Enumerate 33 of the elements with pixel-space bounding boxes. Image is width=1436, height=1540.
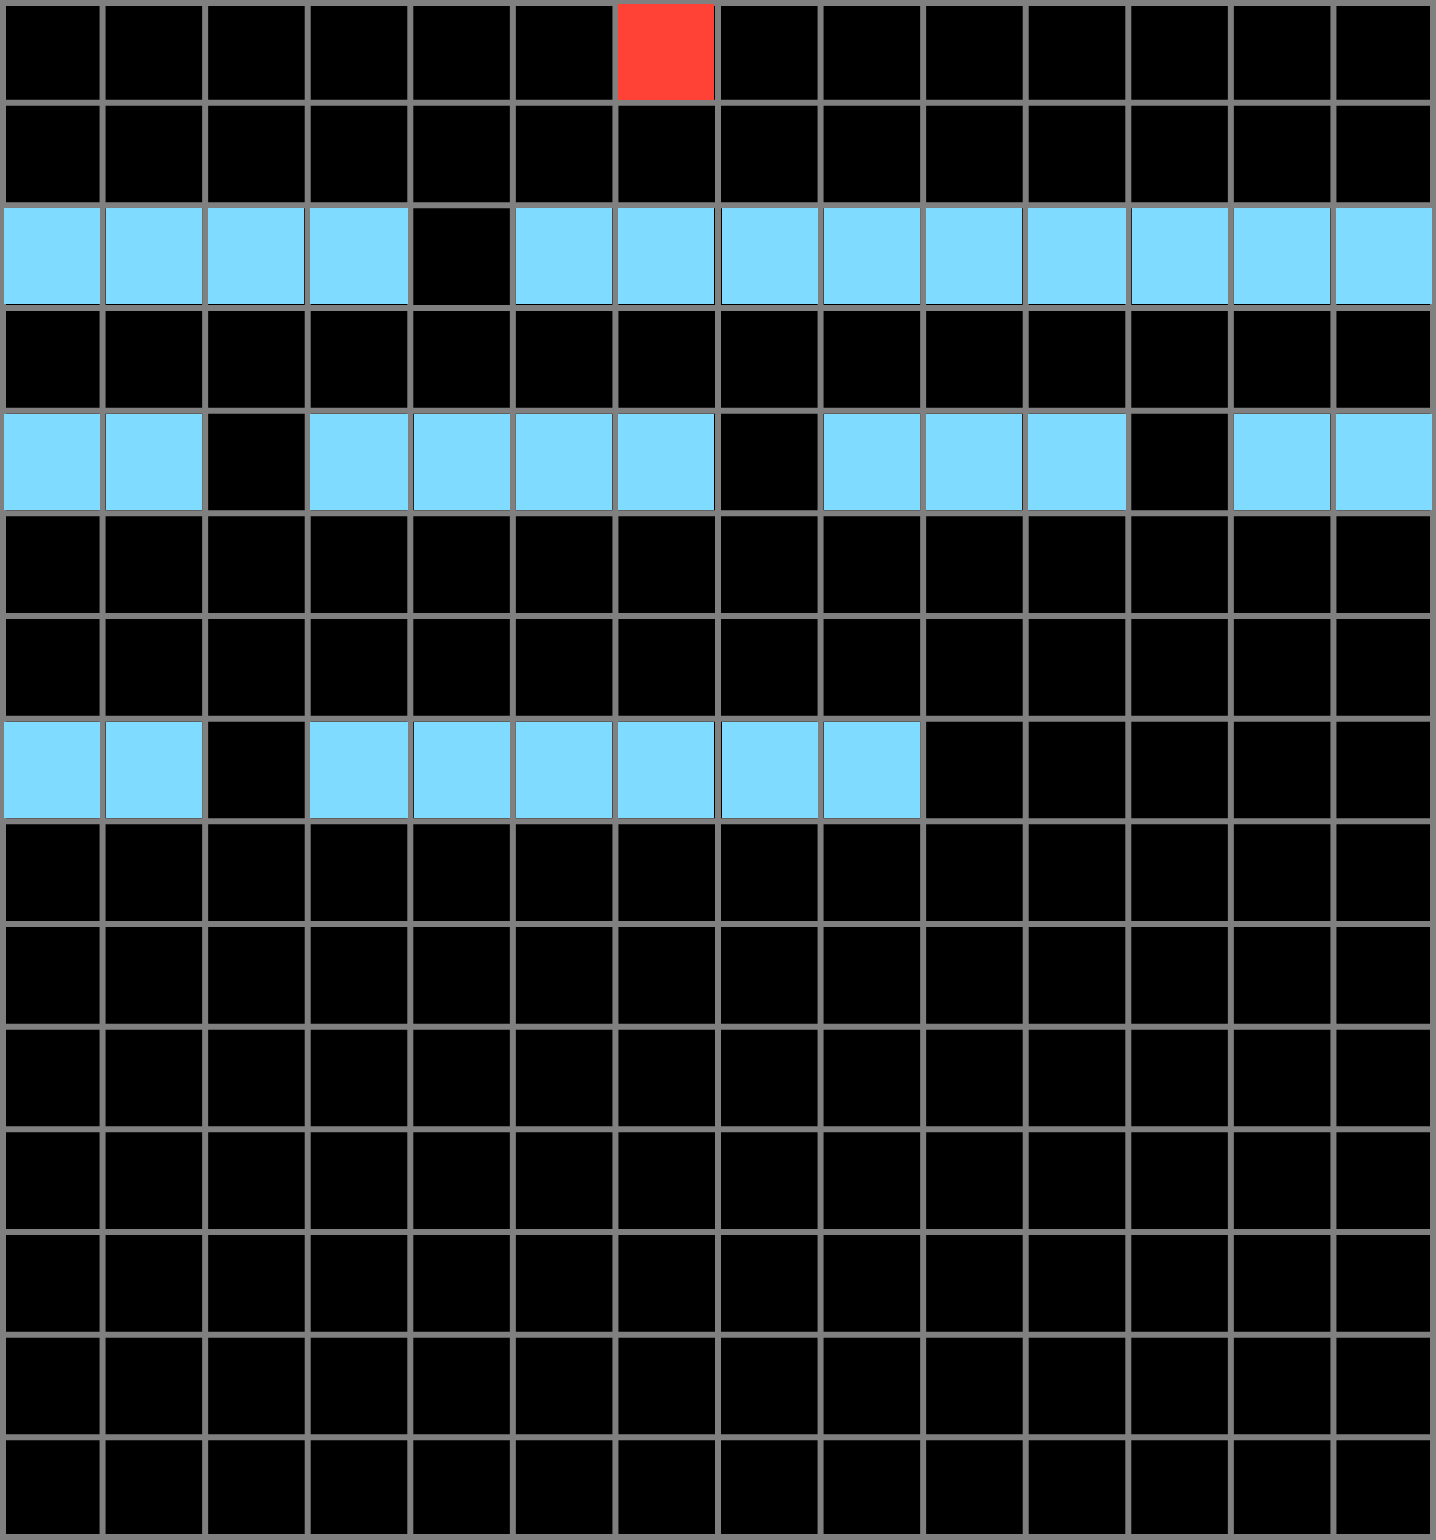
wall-block [208,208,305,305]
wall-block [413,721,510,819]
wall-block [1131,208,1228,305]
wall-block [618,721,715,819]
wall-block [823,413,921,511]
wall-block [1336,208,1433,305]
wall-block [413,413,510,511]
wall-block [926,208,1023,305]
wall-block [1028,208,1126,305]
wall-block [3,721,100,819]
wall-block [1233,413,1331,511]
wall-block [926,413,1023,511]
wall-block [310,208,408,305]
wall-block [1233,208,1331,305]
wall-block [1336,413,1433,511]
wall-block [3,413,100,511]
wall-block [823,721,921,819]
wall-block [618,413,715,511]
wall-block [515,413,613,511]
wall-block [515,721,613,819]
wall-block [310,413,408,511]
wall-block [105,413,203,511]
wall-block [105,208,203,305]
player-block [618,3,715,100]
wall-block [721,208,818,305]
wall-block [823,208,921,305]
wall-block [515,208,613,305]
wall-block [105,721,203,819]
wall-block [618,208,715,305]
wall-block [310,721,408,819]
wall-block [721,721,818,819]
wall-block [3,208,100,305]
wall-block [1028,413,1126,511]
